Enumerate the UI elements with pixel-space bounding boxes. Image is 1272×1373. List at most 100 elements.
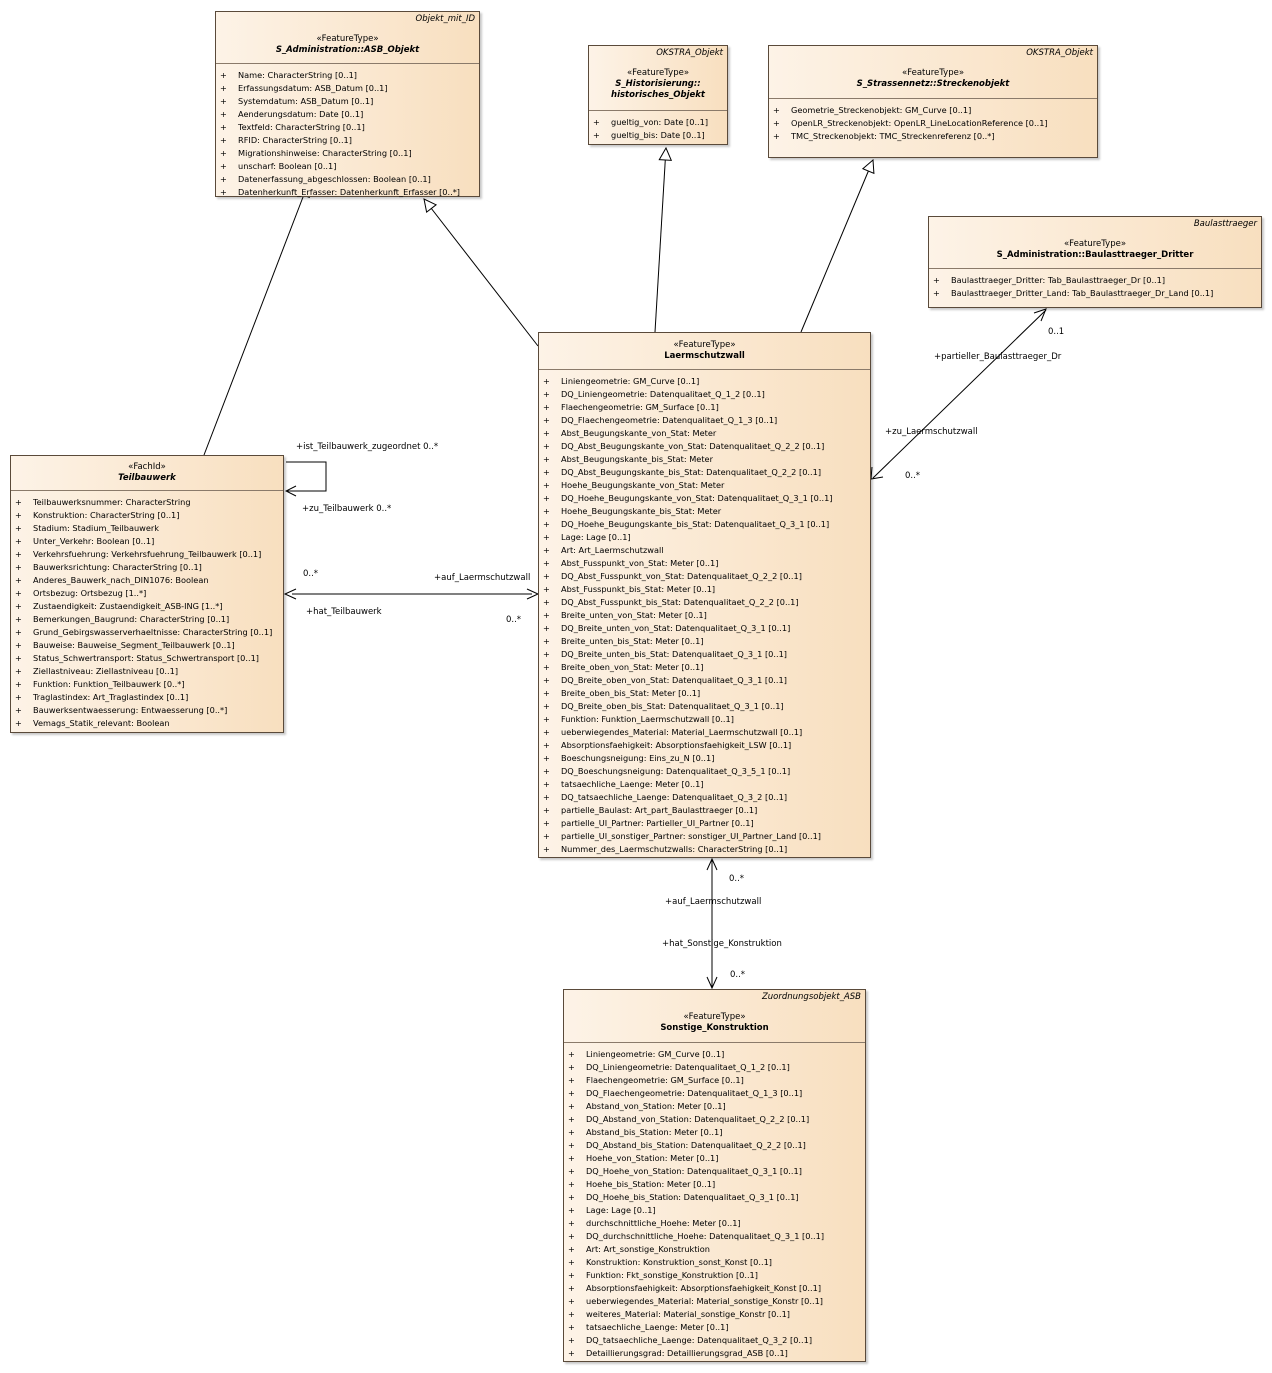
attribute-row: +Boeschungsneigung: Eins_zu_N [0..1] [539, 752, 870, 765]
role-auf-laermschutzwall-2: +auf_Laermschutzwall [665, 897, 762, 907]
attribute-row: +Teilbauwerksnummer: CharacterString [11, 496, 283, 509]
visibility-marker: + [15, 653, 22, 663]
attribute-row: +DQ_Flaechengeometrie: Datenqualitaet_Q_… [539, 414, 870, 427]
attribute-text: Stadium: Stadium_Teilbauwerk [33, 523, 160, 533]
attribute-row: +Name: CharacterString [0..1] [216, 69, 479, 82]
attribute-row: +DQ_Breite_unten_von_Stat: Datenqualitae… [539, 622, 870, 635]
visibility-marker: + [15, 718, 22, 728]
multiplicity-laermschutzwall-left: 0..* [506, 615, 522, 625]
visibility-marker: + [543, 649, 550, 659]
attribute-row: + DQ_tatsaechliche_Laenge: Datenqualitaet… [564, 1334, 865, 1347]
visibility-marker: + [568, 1153, 575, 1163]
attribute-text: Hoehe_bis_Station: Meter [0..1] [586, 1179, 716, 1189]
stereotype: «FeatureType» [673, 340, 736, 350]
attribute-list: +Liniengeometrie: GM_Curve [0..1]+DQ_Lin… [564, 1043, 865, 1363]
attribute-text: DQ_tatsaechliche_Laenge: Datenqualitaet_… [586, 1335, 813, 1345]
visibility-marker: + [15, 536, 22, 546]
attribute-row: +Liniengeometrie: GM_Curve [0..1] [564, 1048, 865, 1061]
visibility-marker: + [543, 467, 550, 477]
visibility-marker: + [543, 623, 550, 633]
attribute-list: +gueltig_von: Date [0..1]+gueltig_bis: D… [589, 111, 727, 145]
class-streckenobjekt[interactable]: OKSTRA_Objekt «FeatureType» S_Strassenne… [768, 45, 1098, 158]
attribute-list: +Name: CharacterString [0..1]+Erfassungs… [216, 64, 479, 202]
attribute-row: +tatsaechliche_Laenge: Meter [0..1] [564, 1321, 865, 1334]
attribute-row: +Konstruktion: CharacterString [0..1] [11, 509, 283, 522]
attribute-row: +Liniengeometrie: GM_Curve [0..1] [539, 375, 870, 388]
visibility-marker: + [220, 135, 227, 145]
class-sonstige-konstruktion[interactable]: Zuordnungsobjekt_ASB «FeatureType» Sonst… [563, 989, 866, 1362]
attribute-row: +partielle_UI_Partner: Partieller_UI_Par… [539, 817, 870, 830]
attribute-text: DQ_Abstand_von_Station: Datenqualitaet_Q… [586, 1114, 810, 1124]
attribute-text: Hoehe_Beugungskante_bis_Stat: Meter [561, 506, 722, 516]
class-teilbauwerk[interactable]: «FachId» Teilbauwerk +Teilbauwerksnummer… [10, 455, 284, 733]
visibility-marker: + [15, 549, 22, 559]
attribute-row: +Bauwerksentwaesserung: Entwaesserung [0… [11, 704, 283, 717]
attribute-text: Breite_oben_von_Stat: Meter [0..1] [561, 662, 704, 672]
attribute-text: Abstand_von_Station: Meter [0..1] [586, 1101, 726, 1111]
attribute-row: +DQ_Hoehe_bis_Station: Datenqualitaet_Q_… [564, 1191, 865, 1204]
attribute-text: DQ_Breite_oben_bis_Stat: Datenqualitaet_… [561, 701, 784, 711]
visibility-marker: + [543, 805, 550, 815]
attribute-row: +Bemerkungen_Baugrund: CharacterString [… [11, 613, 283, 626]
assoc-arrow-lsw-right [870, 466, 884, 480]
visibility-marker: + [773, 131, 780, 141]
stereotype: «FeatureType» [316, 34, 379, 44]
visibility-marker: + [568, 1049, 575, 1059]
class-name: Sonstige_Konstruktion [660, 1023, 769, 1033]
attribute-list: +Liniengeometrie: GM_Curve [0..1]+DQ_Lin… [539, 370, 870, 859]
attribute-row: +DQ_Flaechengeometrie: Datenqualitaet_Q_… [564, 1087, 865, 1100]
visibility-marker: + [568, 1088, 575, 1098]
visibility-marker: + [568, 1166, 575, 1176]
attribute-row: +OpenLR_Streckenobjekt: OpenLR_LineLocat… [769, 117, 1097, 130]
visibility-marker: + [568, 1283, 575, 1293]
class-historisches-objekt[interactable]: OKSTRA_Objekt «FeatureType» S_Historisie… [588, 45, 728, 145]
visibility-marker: + [593, 117, 600, 127]
attribute-row: +tatsaechliche_Laenge: Meter [0..1] [539, 778, 870, 791]
multiplicity-teilbauwerk: 0..* [303, 569, 319, 579]
visibility-marker: + [568, 1335, 575, 1345]
attribute-row: +DQ_Breite_unten_bis_Stat: Datenqualitae… [539, 648, 870, 661]
attribute-text: DQ_Liniengeometrie: Datenqualitaet_Q_1_2… [586, 1062, 790, 1072]
visibility-marker: + [220, 148, 227, 158]
attribute-text: DQ_Hoehe_Beugungskante_von_Stat: Datenqu… [561, 493, 833, 503]
attribute-row: +Baulasttraeger_Dritter: Tab_Baulasttrae… [929, 274, 1261, 287]
visibility-marker: + [220, 70, 227, 80]
parent-label: OKSTRA_Objekt [1026, 48, 1093, 58]
attribute-row: +DQ_Hoehe_Beugungskante_bis_Stat: Datenq… [539, 518, 870, 531]
class-name: Teilbauwerk [118, 473, 176, 483]
generalization-laermschutzwall-strecke [800, 160, 873, 333]
visibility-marker: + [773, 105, 780, 115]
attribute-row: +DQ_tatsaechliche_Laenge: Datenqualitaet… [539, 791, 870, 804]
multiplicity-laermschutzwall-bottom: 0..* [729, 874, 745, 884]
assoc-arrow-left [283, 588, 297, 600]
attribute-text: Absorptionsfaehigkeit: Absorptionsfaehig… [586, 1283, 822, 1293]
attribute-row: +ueberwiegendes_Material: Material_sonst… [564, 1295, 865, 1308]
visibility-marker: + [933, 275, 940, 285]
attribute-text: Vemags_Statik_relevant: Boolean [33, 718, 170, 728]
attribute-text: Traglastindex: Art_Traglastindex [0..1] [33, 692, 189, 702]
visibility-marker: + [543, 571, 550, 581]
attribute-text: Konstruktion: CharacterString [0..1] [33, 510, 180, 520]
attribute-row: +Breite_oben_bis_Stat: Meter [0..1] [539, 687, 870, 700]
attribute-text: Bauwerksrichtung: CharacterString [0..1] [33, 562, 202, 572]
class-asb-objekt[interactable]: Objekt_mit_ID «FeatureType» S_Administra… [215, 11, 480, 197]
attribute-row: +partielle_UI_sonstiger_Partner: sonstig… [539, 830, 870, 843]
visibility-marker: + [568, 1205, 575, 1215]
attribute-text: Lage: Lage [0..1] [561, 532, 631, 542]
attribute-row: +Ziellastniveau: Ziellastniveau [0..1] [11, 665, 283, 678]
attribute-row: +DQ_Liniengeometrie: Datenqualitaet_Q_1_… [539, 388, 870, 401]
attribute-text: unscharf: Boolean [0..1] [238, 161, 337, 171]
attribute-row: +Art: Art_Laermschutzwall [539, 544, 870, 557]
visibility-marker: + [543, 844, 550, 854]
visibility-marker: + [568, 1114, 575, 1124]
attribute-text: partielle_UI_Partner: Partieller_UI_Part… [561, 818, 754, 828]
assoc-arrow-baulast [1033, 308, 1047, 322]
attribute-row: +DQ_Breite_oben_von_Stat: Datenqualitaet… [539, 674, 870, 687]
visibility-marker: + [568, 1127, 575, 1137]
class-baulasttraeger-dritter[interactable]: Baulasttraeger «FeatureType» S_Administr… [928, 216, 1262, 308]
class-name: S_Administration::Baulasttraeger_Dritter [996, 250, 1194, 260]
class-laermschutzwall[interactable]: «FeatureType» Laermschutzwall +Liniengeo… [538, 332, 871, 858]
attribute-row: +partielle_Baulast: Art_part_Baulasttrae… [539, 804, 870, 817]
visibility-marker: + [543, 662, 550, 672]
attribute-row: +Stadium: Stadium_Teilbauwerk [11, 522, 283, 535]
